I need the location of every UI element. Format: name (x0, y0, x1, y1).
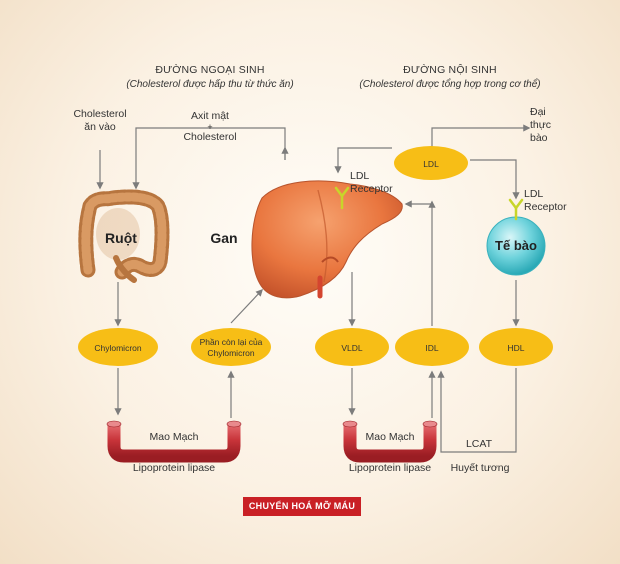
hdl-label: HDL (507, 343, 525, 353)
lipoprotein-lipase-right-label: Lipoprotein lipase (348, 462, 432, 474)
ldl-receptor-cell-label: LDL Receptor (524, 188, 584, 214)
arrows-endogenous (334, 124, 531, 453)
ldl-receptor-liver-label: LDL Receptor (350, 170, 400, 196)
remnant-line1: Phần còn lại của (199, 337, 263, 347)
intestine-graphic (78, 189, 170, 283)
endogenous-heading: ĐƯỜNG NỘI SINH (403, 64, 497, 76)
cholesterol-intake-line2: ăn vào (84, 121, 116, 133)
footer-badge: CHUYỂN HOÁ MỠ MÁU (243, 497, 361, 516)
bile-acid-line3: Cholesterol (183, 131, 237, 143)
ldl-label: LDL (423, 159, 439, 169)
lipoprotein-lipase-left-label: Lipoprotein lipase (132, 462, 216, 474)
exogenous-subheading: (Cholesterol được hấp thu từ thức ăn) (126, 79, 294, 90)
macrophage-label: Đại thực bào (530, 106, 570, 145)
lcat-label: LCAT (465, 438, 493, 450)
ldl-receptor-liver-line2: Receptor (350, 183, 393, 195)
ldl-receptor-cell-line1: LDL (524, 188, 544, 200)
ldl-receptor-cell-line2: Receptor (524, 201, 567, 213)
cholesterol-intake-label: Cholesterol ăn vào (60, 108, 140, 134)
cell-label: Tế bào (495, 238, 537, 253)
cell-graphic (486, 198, 546, 276)
intestine-label: Ruột (105, 230, 137, 246)
plasma-label: Huyết tương (450, 462, 510, 474)
bile-acid-plus: + (207, 122, 213, 132)
capillary-left (106, 420, 242, 463)
arrows-exogenous (96, 127, 289, 418)
capillary-right-label: Mao Mạch (365, 431, 415, 443)
ldl-receptor-liver-icon (334, 186, 350, 210)
lipoprotein-ovals (78, 146, 553, 366)
liver-graphic (251, 180, 403, 299)
chylomicron-label: Chylomicron (94, 343, 142, 353)
bile-acid-label: Axit mật + Cholesterol (170, 110, 250, 144)
ldl-receptor-cell-icon (508, 198, 524, 221)
idl-label: IDL (425, 343, 439, 353)
macrophage-line3: bào (530, 132, 548, 144)
chylomicron-remnant-label: Phần còn lại của Chylomicron (193, 337, 269, 359)
exogenous-heading: ĐƯỜNG NGOẠI SINH (155, 64, 265, 76)
endogenous-subheading: (Cholesterol được tổng hợp trong cơ thể) (359, 79, 541, 90)
remnant-line2: Chylomicron (207, 348, 255, 358)
cholesterol-intake-line1: Cholesterol (73, 108, 127, 120)
bile-acid-line1: Axit mật (191, 110, 229, 122)
vldl-label: VLDL (341, 343, 363, 353)
capillary-left-label: Mao Mạch (149, 431, 199, 443)
liver-label: Gan (210, 230, 238, 246)
ldl-receptor-liver-line1: LDL (350, 170, 370, 182)
macrophage-line1: Đại (530, 106, 546, 118)
capillary-right (342, 420, 438, 463)
macrophage-line2: thực (530, 119, 552, 131)
